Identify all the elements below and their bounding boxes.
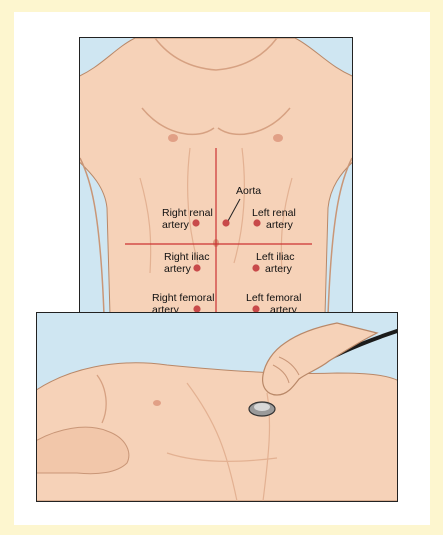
left-iliac-label-line1: Left iliac [256, 251, 295, 263]
left-iliac-label-line2: artery [265, 263, 293, 275]
right-nipple [273, 134, 283, 142]
auscultation-scene-panel [36, 312, 398, 502]
left-femoral-label-line1: Left femoral [246, 292, 301, 304]
reclining-patient-illustration [37, 313, 397, 501]
left-nipple [168, 134, 178, 142]
nipple [153, 400, 161, 406]
left-renal-label-line1: Left renal [252, 207, 296, 219]
torso-diagram-panel: Aorta Right renal artery Left renal arte… [79, 37, 353, 316]
illustration-card: Aorta Right renal artery Left renal arte… [14, 12, 430, 525]
right-iliac-label-line1: Right iliac [164, 251, 210, 263]
right-renal-label-line2: artery [162, 219, 190, 231]
torso-illustration: Aorta Right renal artery Left renal arte… [80, 38, 352, 315]
left-iliac-marker [252, 264, 259, 271]
left-renal-label-line2: artery [266, 219, 294, 231]
aorta-label: Aorta [236, 185, 261, 197]
right-femoral-label-line1: Right femoral [152, 292, 214, 304]
left-renal-marker [253, 219, 260, 226]
right-iliac-label-line2: artery [164, 263, 192, 275]
right-renal-label-line1: Right renal [162, 207, 213, 219]
aorta-marker [222, 219, 229, 226]
right-renal-marker [192, 219, 199, 226]
right-iliac-marker [193, 264, 200, 271]
